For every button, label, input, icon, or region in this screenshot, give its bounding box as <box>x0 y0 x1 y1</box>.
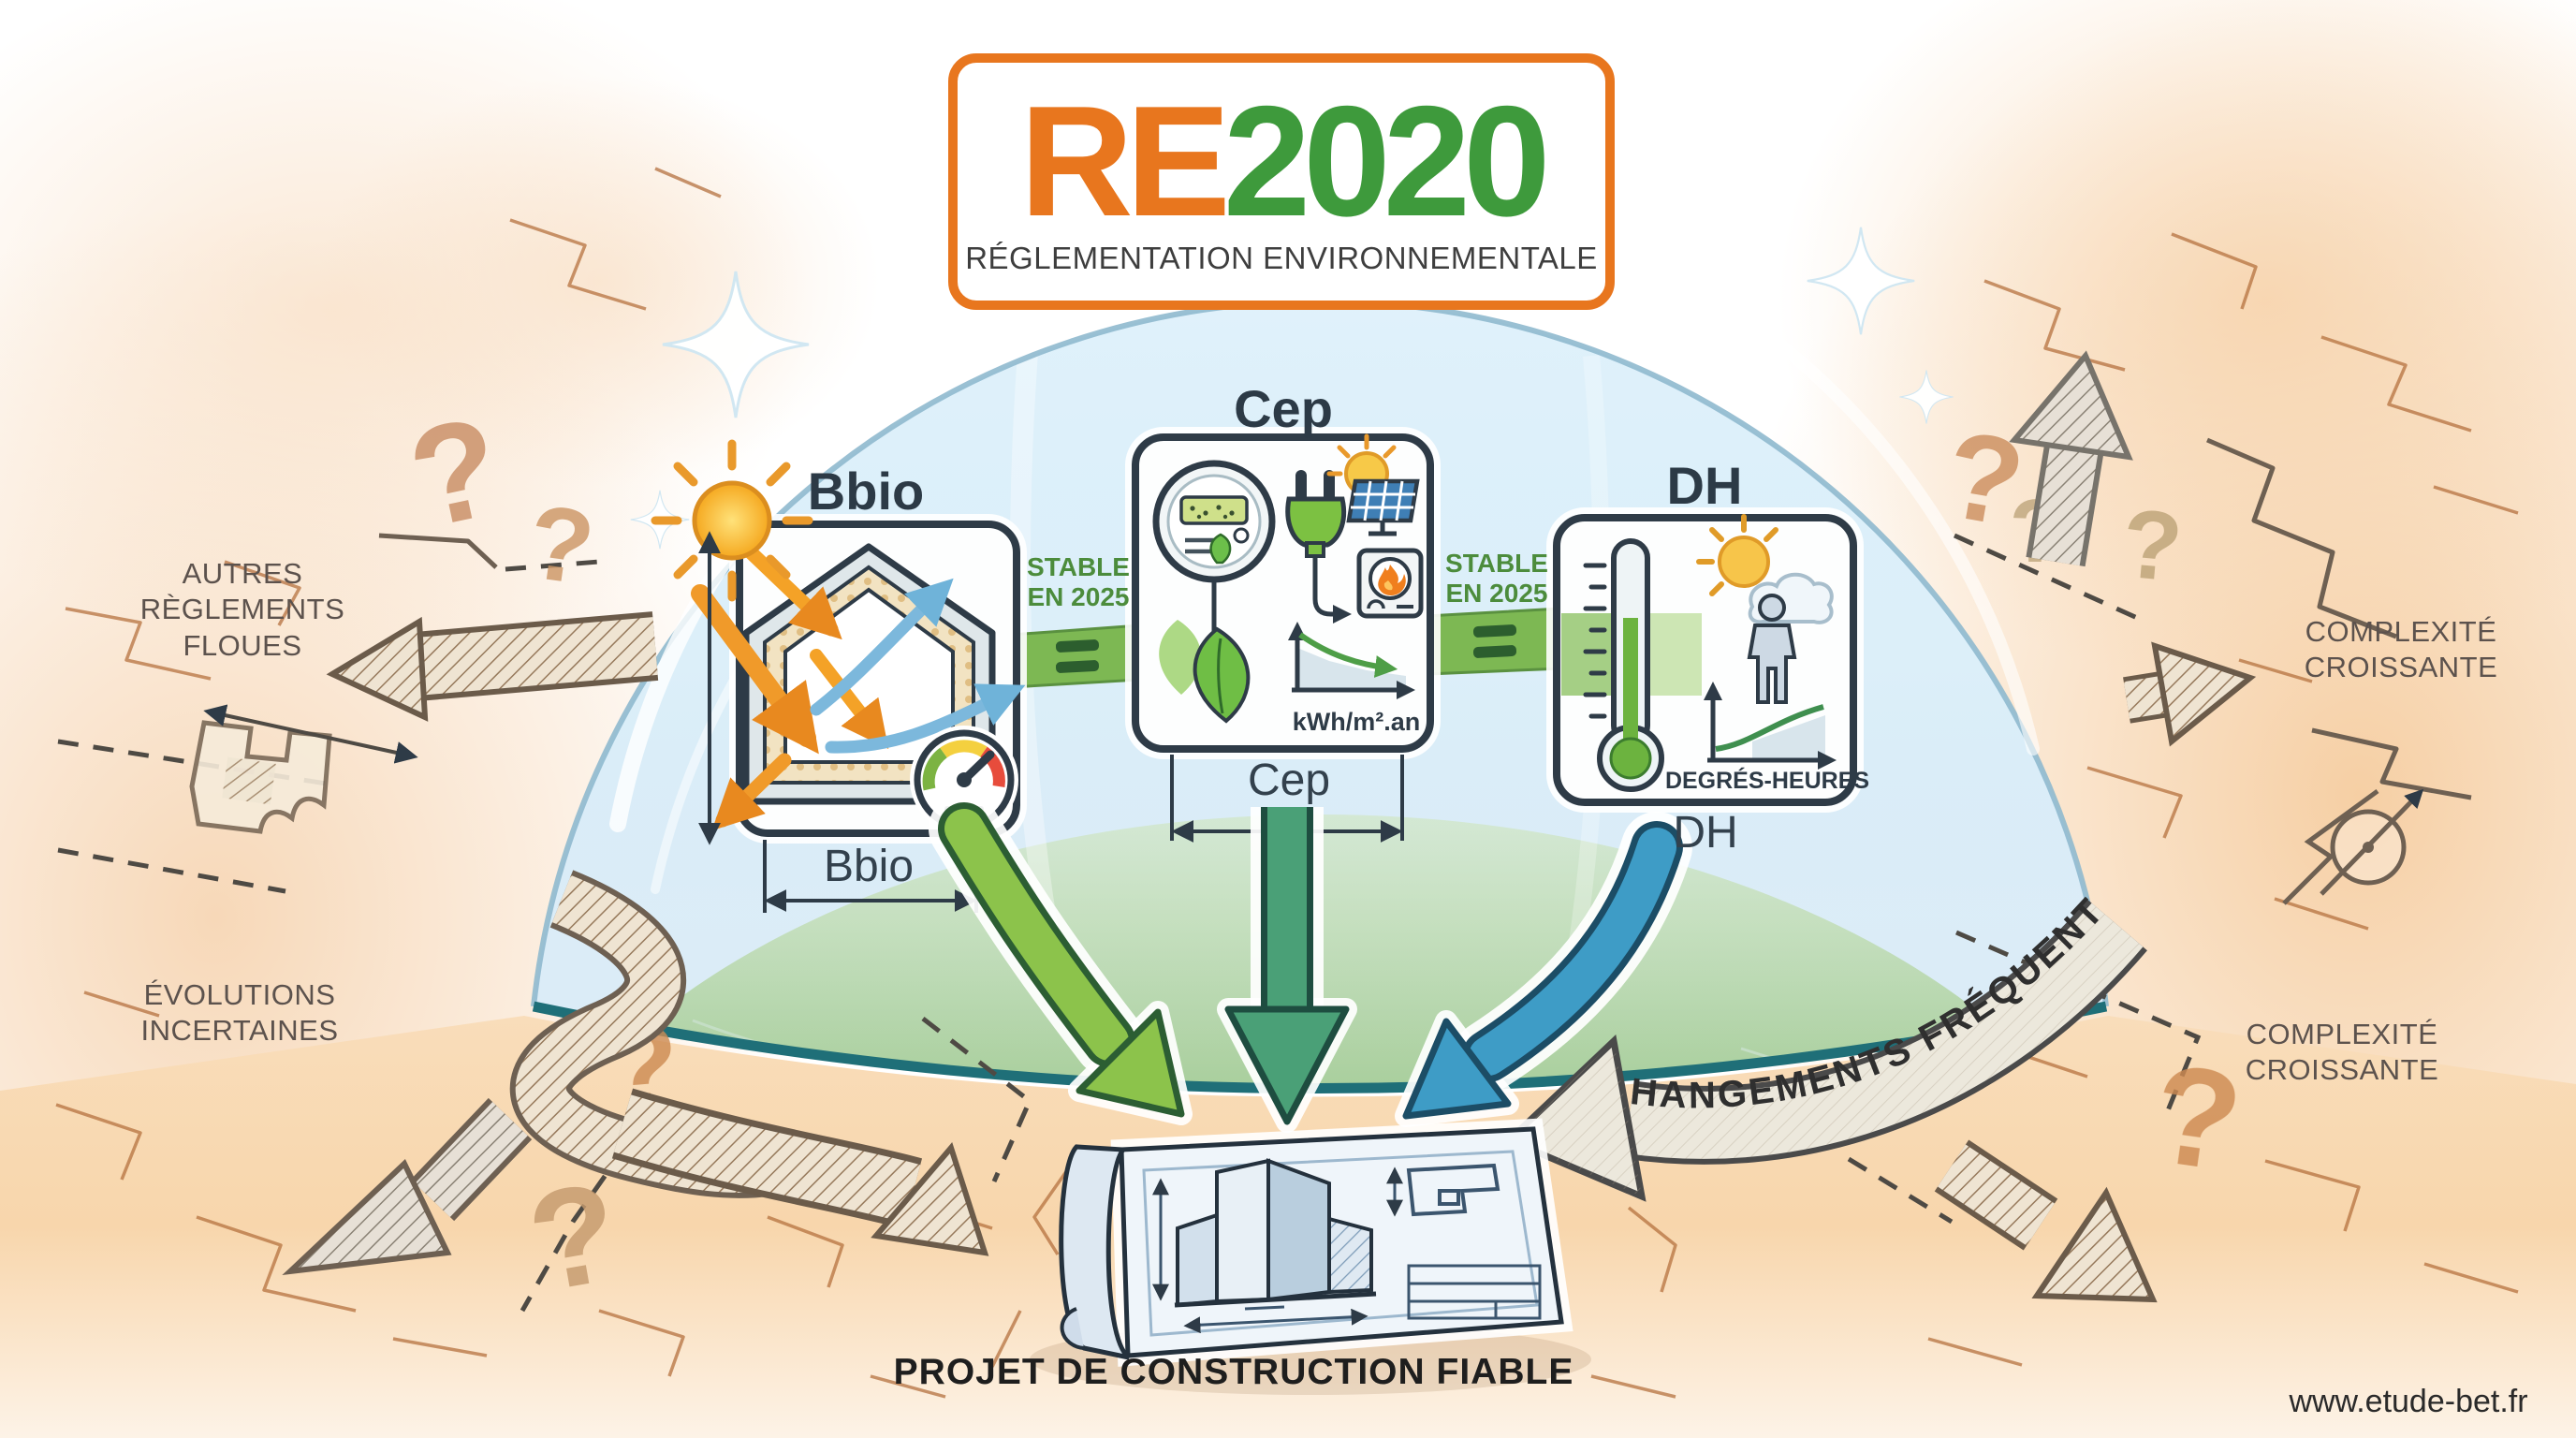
label-line: COMPLEXITÉ <box>2246 1018 2438 1050</box>
thermometer-icon <box>1583 538 1664 792</box>
logo-subtitle: RÉGLEMENTATION ENVIRONNEMENTALE <box>965 240 1598 275</box>
cep-chart-icon <box>1288 622 1415 699</box>
bbio-caption: Bbio <box>823 842 915 891</box>
label-complexite-croissante-bottom: COMPLEXITÉ CROISSANTE <box>2246 1017 2439 1089</box>
cep-unit-label: kWh/m².an <box>1292 708 1421 736</box>
label-line: AUTRES <box>182 557 303 590</box>
air-flow-arrows <box>810 578 1026 754</box>
label-evolutions-incertaines: ÉVOLUTIONS INCERTAINES <box>140 977 338 1049</box>
hatched-arrow-up-right <box>2009 350 2133 567</box>
label-line: INCERTAINES <box>140 1014 339 1048</box>
leaf-icon <box>1159 620 1251 724</box>
dh-title: DH <box>1666 456 1743 515</box>
dh-card <box>1546 507 1864 813</box>
stable-badge-line1: STABLE <box>1445 549 1548 578</box>
stable-badge-1: STABLE EN 2025 <box>1027 552 1130 612</box>
dh-caption: DH <box>1673 808 1738 858</box>
large-crack-zigzags <box>378 437 2472 800</box>
stable-badge-line2: EN 2025 <box>1027 582 1130 612</box>
solar-panel-icon <box>1346 478 1420 536</box>
label-line: RÈGLEMENTS <box>139 593 345 626</box>
energy-meter-icon <box>1152 460 1276 646</box>
cep-card <box>1125 427 1441 759</box>
label-line: ÉVOLUTIONS <box>143 978 336 1011</box>
label-line: FLOUES <box>183 628 302 662</box>
bbio-card <box>651 439 1027 844</box>
logo-year: 2020 <box>1222 73 1551 250</box>
floor-plan <box>1386 1163 1500 1217</box>
plug-icon <box>1285 470 1352 624</box>
label-line: COMPLEXITÉ <box>2305 615 2497 648</box>
hatched-arrow-left <box>326 611 659 722</box>
hatched-arrow-down-left <box>282 1097 533 1276</box>
crack-lines <box>55 167 2519 1399</box>
vague-regulation-doodle <box>189 704 418 834</box>
sun-icon <box>651 439 813 602</box>
flow-arrow-bbio <box>929 793 1193 1125</box>
label-autres-reglements: AUTRES RÈGLEMENTS FLOUES <box>140 556 345 664</box>
logo-re: RE <box>1019 73 1230 250</box>
stable-badge-2: STABLE EN 2025 <box>1445 549 1548 609</box>
connector-band-cep-dh <box>1425 607 1563 676</box>
hatched-arrow-right-mid <box>2123 641 2257 747</box>
stable-badge-line1: STABLE <box>1027 552 1130 581</box>
compass-doodle <box>2282 788 2424 905</box>
cep-caption: Cep <box>1247 756 1331 805</box>
dh-chart-icon <box>1704 682 1837 770</box>
building-elevation <box>1152 1158 1377 1334</box>
flow-arrow-cep <box>1217 807 1357 1133</box>
cep-title: Cep <box>1234 379 1333 438</box>
label-line: CROISSANTE <box>2304 651 2498 684</box>
label-complexite-croissante-top: COMPLEXITÉ CROISSANTE <box>2305 614 2498 686</box>
ribbon-arrow <box>1502 899 2147 1202</box>
dome-rim <box>532 1001 2108 1093</box>
bbio-title: Bbio <box>807 462 925 521</box>
title-block <box>1407 1264 1542 1320</box>
website-watermark: www.etude-bet.fr <box>2289 1384 2528 1419</box>
hatched-arrow-right-bottom-left <box>611 1088 989 1256</box>
boiler-icon <box>1356 548 1424 619</box>
stable-badge-line2: EN 2025 <box>1445 579 1548 609</box>
label-line: CROISSANTE <box>2245 1053 2439 1087</box>
project-title: PROJET DE CONSTRUCTION FIABLE <box>893 1352 1574 1392</box>
question-mark-icon: ? <box>2117 490 2186 603</box>
blueprint <box>1030 1118 1591 1395</box>
person-icon <box>1747 594 1797 704</box>
connector-band-bbio-cep <box>1009 624 1142 689</box>
dh-unit-label: DEGRÉS-HEURES <box>1664 768 1870 794</box>
flow-arrow-dh <box>1395 812 1692 1127</box>
hatched-arrow-bottom-right <box>1934 1139 2158 1303</box>
